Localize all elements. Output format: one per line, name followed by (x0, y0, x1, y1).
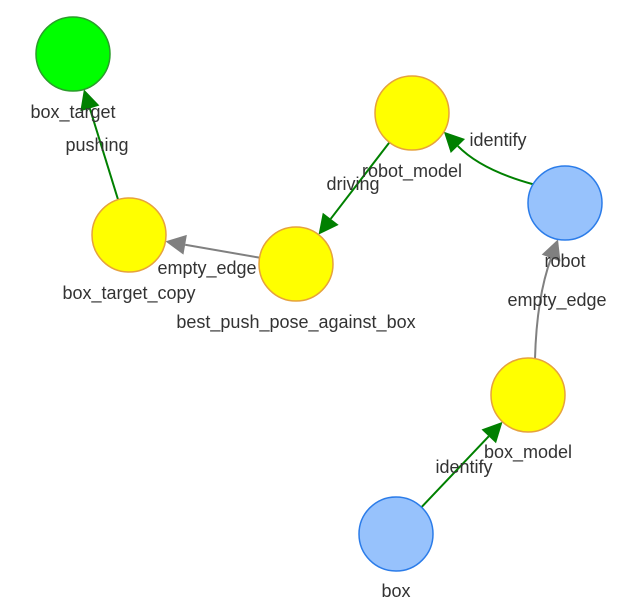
edge-best_push_pose_against_box-to-box_target_copy[interactable] (184, 243, 260, 259)
node-robot_model[interactable] (374, 75, 450, 151)
node-label-box_target_copy: box_target_copy (62, 283, 195, 304)
edge-label-robot_model-to-best_push_pose_against_box: driving (326, 174, 379, 194)
edge-arrowhead-box-to-box_model (481, 421, 503, 444)
node-robot[interactable] (527, 165, 603, 241)
edge-arrowhead-robot-to-robot_model (443, 131, 466, 154)
node-box_target_copy[interactable] (91, 197, 167, 273)
edge-arrowhead-best_push_pose_against_box-to-box_target_copy (165, 234, 187, 255)
edge-label-box_model-to-robot: empty_edge (507, 290, 606, 311)
edge-label-robot-to-robot_model: identify (469, 130, 526, 150)
node-label-robot_model: robot_model (362, 161, 462, 182)
edge-box-to-box_model[interactable] (420, 435, 490, 508)
nodes-layer (35, 16, 603, 572)
node-box[interactable] (358, 496, 434, 572)
node-box_target[interactable] (35, 16, 111, 92)
edge-label-best_push_pose_against_box-to-box_target_copy: empty_edge (157, 258, 256, 279)
edge-arrowhead-robot_model-to-best_push_pose_against_box (318, 212, 339, 235)
edge-box_target_copy-to-box_target[interactable] (88, 108, 120, 200)
edge-labels-layer: pushing driving identify empty_edge empty_ed… (65, 130, 606, 477)
node-label-robot: robot (544, 251, 585, 271)
edge-robot_model-to-best_push_pose_against_box[interactable] (329, 141, 391, 220)
edge-box_model-to-robot[interactable] (534, 257, 553, 359)
edge-robot-to-robot_model[interactable] (457, 145, 534, 186)
edge-arrowhead-box_model-to-robot (541, 239, 561, 262)
node-label-best_push_pose_against_box: best_push_pose_against_box (176, 312, 415, 333)
edges-layer (80, 89, 561, 508)
node-label-box_model: box_model (484, 442, 572, 463)
node-label-box: box (381, 581, 410, 601)
node-best_push_pose_against_box[interactable] (258, 226, 334, 302)
edge-label-box-to-box_model: identify (435, 457, 492, 477)
node-label-box_target: box_target (30, 102, 115, 123)
edge-arrowhead-box_target_copy-to-box_target (80, 89, 100, 112)
edge-label-box_target_copy-to-box_target: pushing (65, 135, 128, 155)
node-box_model[interactable] (490, 357, 566, 433)
